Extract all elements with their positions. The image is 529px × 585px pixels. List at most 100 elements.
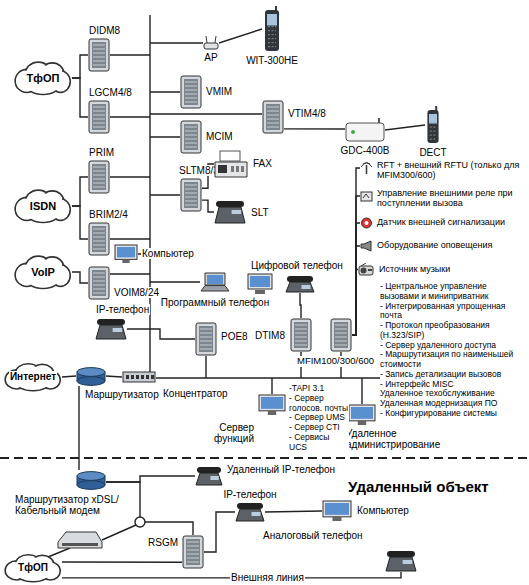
node-label: VOIM8/24: [113, 287, 160, 298]
node-label: ТфОП: [17, 562, 49, 573]
wireless-handset: WIT-300HE: [245, 6, 299, 66]
alarm-sensor-icon: [360, 217, 373, 229]
connector: [265, 511, 322, 512]
module-box: DTIM8: [254, 318, 312, 352]
module-box-icon: [88, 100, 110, 134]
service-item: -TAPI 3.1: [289, 384, 349, 394]
feature-item: - Центральное управление вызовами и мини…: [380, 282, 527, 302]
node-label: GDC-400B: [340, 145, 391, 156]
network-cloud: VoIP: [14, 254, 72, 290]
wireless-handset-icon: [425, 106, 441, 144]
server-list: -TAPI 3.1- Сервер голосов. почты- Сервер…: [289, 384, 349, 452]
telephone: IP-телефон: [222, 489, 277, 522]
connector: [127, 329, 195, 339]
module-box-icon: [262, 100, 284, 134]
connector: [284, 128, 345, 130]
service-item: - Сервер UMS: [289, 413, 349, 423]
splitter-junction: [135, 517, 145, 527]
antenna-device-icon: [360, 162, 373, 174]
node-label: MFIM100/300/600: [296, 356, 375, 367]
feature-item: - Интерфейс MISC: [380, 380, 527, 390]
fax-machine-icon: [214, 150, 248, 178]
node-label: WIT-300HE: [245, 55, 299, 66]
fax-machine: FAX: [214, 150, 273, 178]
alarm-sensor: Датчик внешней сигнализации: [360, 217, 528, 229]
feature-list: - Центральное управление вызовами и мини…: [380, 282, 527, 419]
service-item: - Сервер голосов. почты: [289, 394, 349, 414]
node-label: Датчик внешней сигнализации: [376, 217, 528, 227]
site-title: Удаленный объект: [348, 478, 489, 495]
computer: Сервер функций: [203, 394, 286, 444]
node-label: ISDN: [29, 200, 57, 212]
telephone: Удаленный IP-телефон: [195, 464, 336, 486]
node-label: Концентратор: [162, 388, 229, 399]
node-label: Сервер функций: [203, 422, 255, 444]
service-item: - Сервисы UCS: [289, 433, 349, 453]
node-label: VoIP: [30, 266, 56, 278]
module-box-icon: [195, 322, 217, 356]
connector: [352, 168, 360, 335]
node-label: Маршрутизатор: [84, 389, 160, 400]
node-label: VTIM4/8: [287, 108, 327, 119]
base-station: GDC-400B: [340, 118, 391, 156]
telephone-icon: [385, 550, 417, 572]
connector: [204, 512, 235, 552]
connector: [72, 272, 88, 283]
base-station-icon: [345, 118, 385, 142]
module-box: VMIM: [180, 75, 233, 109]
node-label: Компьютер: [141, 248, 195, 259]
module-box-icon: [88, 38, 110, 72]
router-icon: [76, 366, 106, 386]
node-label: Удаленное администрирование: [345, 428, 457, 450]
network-cloud: Интернет: [4, 362, 62, 392]
module-box-icon: [88, 266, 110, 300]
paging-device-icon: [360, 240, 373, 252]
network-cloud: ISDN: [14, 188, 72, 224]
node-label: Компьютер: [356, 505, 410, 516]
module-box: VTIM4/8: [262, 100, 327, 134]
telephone: SLT: [214, 200, 270, 224]
modem-wire: [48, 525, 136, 557]
telephone-icon: [235, 502, 265, 522]
hub: Концентратор: [122, 371, 229, 399]
network-cloud: ТфОП: [14, 60, 72, 96]
module-box-icon: [330, 318, 352, 352]
module-box: VOIM8/24: [88, 266, 160, 300]
connector: [106, 476, 195, 482]
node-label: IP-телефон: [222, 489, 277, 500]
module-box-icon: [88, 222, 110, 256]
telephone-icon: [195, 466, 223, 486]
modem-icon: [58, 532, 102, 548]
module-box-icon: [180, 178, 202, 212]
router-icon: [76, 470, 106, 490]
site-divider: [0, 457, 529, 459]
computer-icon: [348, 404, 376, 426]
node-label: BRIM2/4: [88, 209, 129, 220]
feature-item: Удаленное техобслуживание: [380, 389, 527, 399]
node-label: ТфОП: [26, 72, 61, 84]
connector: [352, 246, 360, 335]
connector: [300, 293, 301, 318]
module-box: LGCM4/8: [88, 87, 133, 134]
connector: [72, 78, 88, 117]
feature-item: Удаленная модернизация ПО: [380, 399, 527, 409]
node-label: DECT: [418, 147, 447, 158]
node-label: IP-телефон: [95, 304, 150, 315]
node-label: Удаленный IP-телефон: [226, 464, 336, 475]
wireless-handset-icon: [262, 6, 282, 52]
module-box-icon: [290, 318, 312, 352]
router: Маршрутизатор xDSL/Кабельный модем: [14, 470, 128, 516]
connector: [62, 376, 76, 377]
node-label: SLT: [250, 207, 270, 218]
node-label: PRIM: [88, 147, 115, 158]
node-label: Интернет: [9, 371, 57, 382]
module-box: POE8: [195, 322, 249, 356]
computer-icon: [248, 274, 272, 294]
connector: [385, 125, 425, 130]
edge-label: Внешняя линия: [230, 572, 305, 583]
node-label: LGCM4/8: [88, 87, 133, 98]
feature-item: - Интегрированная упрощенная почта: [380, 302, 527, 322]
feature-item: - Запись детализации вызовов: [380, 370, 527, 380]
connector: [352, 223, 360, 335]
node-label: DIDM8: [88, 25, 121, 36]
